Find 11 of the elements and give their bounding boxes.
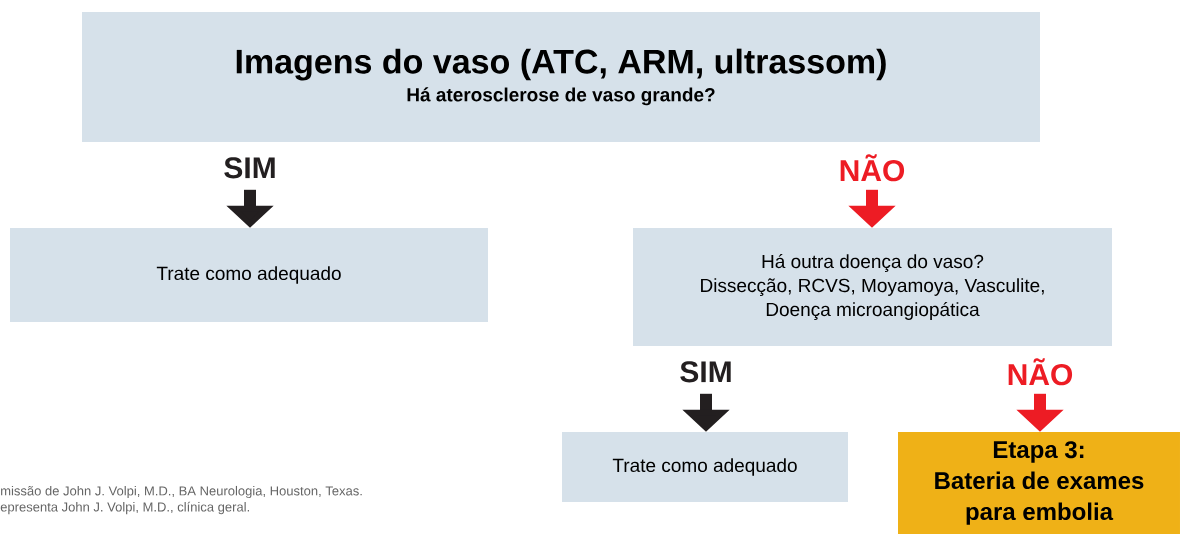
edge-label: SIM [678, 360, 734, 384]
process-box: Trate como adequado [562, 432, 848, 502]
edge-label: NÃO [837, 153, 907, 183]
step-box: Etapa 3: Bateria de exames para embolia [898, 432, 1180, 534]
process-box: Há outra doença do vaso? Dissecção, RCVS, Moyamoya, Vasculite, Doença microangiopática [633, 228, 1112, 346]
edge-label: SIM [222, 156, 278, 180]
credit-note: missão de John J. Volpi, M.D., BA Neurologia, Houston, Texas. [1, 485, 362, 499]
process-box: Imagens do vaso (ATC, ARM, ultrassom) Há aterosclerose de vaso grande? [82, 12, 1040, 142]
process-box: Trate como adequado [10, 228, 488, 322]
edge-label: NÃO [1005, 357, 1075, 387]
credit-note: epresenta John J. Volpi, M.D., clínica geral. [0, 501, 249, 515]
